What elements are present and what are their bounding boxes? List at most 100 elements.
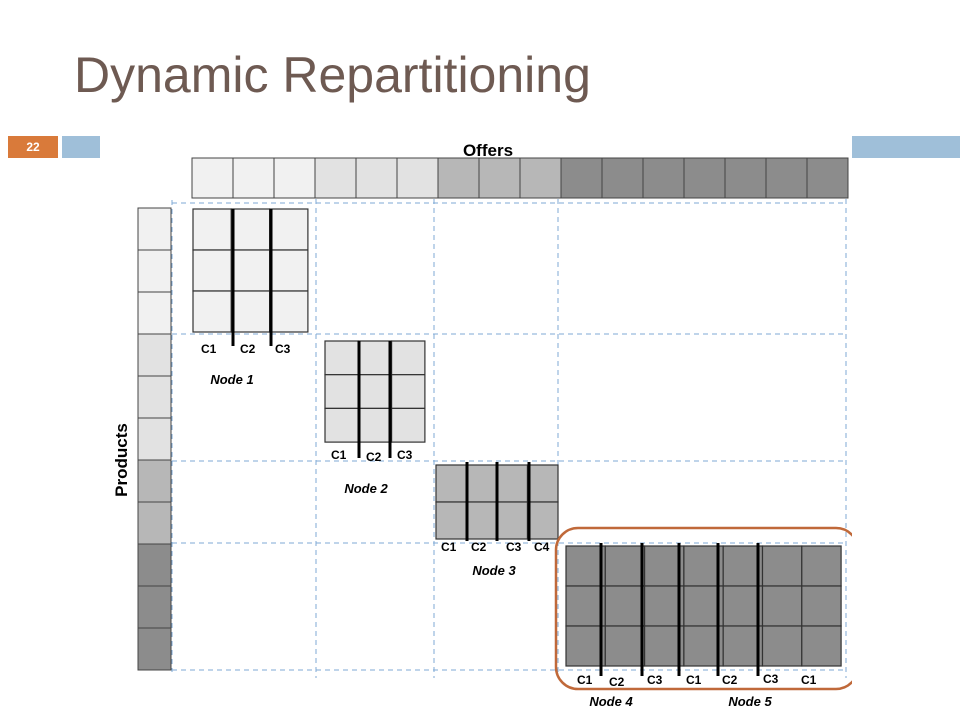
block-cell xyxy=(526,464,559,503)
node-2-label: Node 2 xyxy=(344,481,388,496)
offer-cell xyxy=(478,157,521,199)
block-cell xyxy=(357,340,393,376)
column-label: C3 xyxy=(647,673,663,687)
block-cell xyxy=(269,290,309,333)
offer-cell xyxy=(273,157,316,199)
node-3-block xyxy=(435,464,559,540)
offer-cell xyxy=(806,157,849,199)
block-cell xyxy=(761,545,803,587)
column-label: C1 xyxy=(686,673,702,687)
column-label: C1 xyxy=(201,342,217,356)
block-cell xyxy=(465,501,498,540)
product-cell xyxy=(137,291,172,335)
column-label: C3 xyxy=(397,448,413,462)
block-cell xyxy=(722,585,764,627)
offer-cell xyxy=(683,157,726,199)
block-cell xyxy=(604,585,646,627)
block-cell xyxy=(192,290,232,333)
product-cell xyxy=(137,627,172,671)
block-cell xyxy=(565,625,606,667)
offer-cell xyxy=(191,157,234,199)
block-cell xyxy=(604,625,646,667)
offer-cell xyxy=(642,157,685,199)
column-label: C1 xyxy=(801,673,817,687)
node-4-5-highlight xyxy=(554,526,852,691)
block-cell xyxy=(435,501,468,540)
block-cell xyxy=(526,501,559,540)
block-cell xyxy=(643,585,685,627)
block-cell xyxy=(761,625,803,667)
offer-cell xyxy=(314,157,357,199)
node-3-label: Node 3 xyxy=(472,563,516,578)
column-label: C3 xyxy=(275,342,291,356)
node-4-label: Node 4 xyxy=(589,694,633,709)
column-label: C3 xyxy=(506,540,522,554)
block-cell xyxy=(391,407,426,443)
block-cell xyxy=(230,249,271,292)
offer-cell xyxy=(560,157,603,199)
block-cell xyxy=(801,585,842,627)
offer-cell xyxy=(765,157,808,199)
offer-cell xyxy=(232,157,275,199)
offer-cell xyxy=(437,157,480,199)
column-label: C1 xyxy=(441,540,457,554)
offer-cell xyxy=(601,157,644,199)
column-label: C2 xyxy=(609,675,625,689)
product-cell xyxy=(137,543,172,587)
product-cell xyxy=(137,333,172,377)
node-5-label: Node 5 xyxy=(728,694,772,709)
product-cell xyxy=(137,375,172,419)
block-cell xyxy=(324,340,359,376)
offers-strip xyxy=(191,157,849,199)
column-label: C4 xyxy=(534,540,550,554)
block-cell xyxy=(496,501,529,540)
column-label: C3 xyxy=(763,672,779,686)
block-cell xyxy=(324,374,359,410)
column-label: C1 xyxy=(331,448,347,462)
offers-label: Offers xyxy=(463,141,513,160)
block-cell xyxy=(496,464,529,503)
column-label: C2 xyxy=(471,540,487,554)
partition-guide-lines xyxy=(171,190,847,678)
offer-cell xyxy=(519,157,562,199)
node-blocks xyxy=(192,208,842,676)
products-strip xyxy=(137,207,172,671)
slide-title: Dynamic Repartitioning xyxy=(74,47,591,103)
block-cell xyxy=(192,249,232,292)
column-label: C2 xyxy=(722,673,738,687)
header-rule-right xyxy=(852,136,960,158)
block-cell xyxy=(357,374,393,410)
block-cell xyxy=(391,340,426,376)
offer-cell xyxy=(396,157,439,199)
node-1-label: Node 1 xyxy=(210,372,253,387)
slide-number: 22 xyxy=(8,136,58,158)
block-cell xyxy=(269,208,309,251)
header-rule-left xyxy=(62,136,104,158)
column-label: C1 xyxy=(577,673,593,687)
block-cell xyxy=(192,208,232,251)
product-cell xyxy=(137,207,172,251)
block-cell xyxy=(604,545,646,587)
column-label: C2 xyxy=(366,450,382,464)
offer-cell xyxy=(355,157,398,199)
block-cell xyxy=(230,290,271,333)
product-cell xyxy=(137,459,172,503)
block-cell xyxy=(230,208,271,251)
node-2-block xyxy=(324,340,426,443)
block-cell xyxy=(643,625,685,667)
block-cell xyxy=(565,585,606,627)
product-cell xyxy=(137,249,172,293)
product-cell xyxy=(137,417,172,461)
block-cell xyxy=(761,585,803,627)
block-cell xyxy=(801,545,842,587)
products-label: Products xyxy=(112,423,131,497)
node-1-block xyxy=(192,208,309,333)
column-label: C2 xyxy=(240,342,256,356)
block-cell xyxy=(357,407,393,443)
product-cell xyxy=(137,501,172,545)
block-cell xyxy=(722,625,764,667)
block-cell xyxy=(391,374,426,410)
block-cell xyxy=(801,625,842,667)
